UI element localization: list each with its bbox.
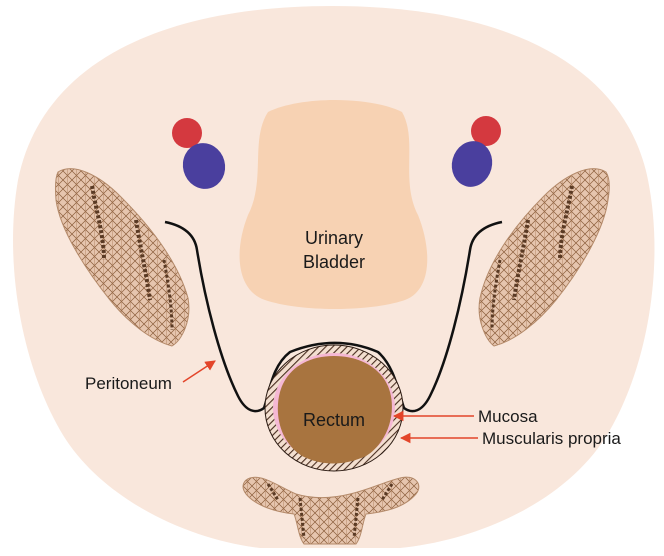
left-vein-icon <box>182 143 226 189</box>
mucosa-label: Mucosa <box>478 407 538 426</box>
right-pelvic-bone <box>478 168 610 347</box>
peritoneum-line <box>164 220 503 413</box>
rectum-label: Rectum <box>303 410 365 430</box>
peritoneum-label: Peritoneum <box>85 374 172 393</box>
sacrum-bone <box>242 476 420 545</box>
urinary-bladder-label-line2: Bladder <box>303 252 365 272</box>
right-artery-icon <box>471 116 501 146</box>
right-vein-icon <box>451 141 493 187</box>
peritoneum-arrow <box>182 360 216 383</box>
urinary-bladder <box>239 100 428 309</box>
urinary-bladder-label-line1: Urinary <box>305 228 363 248</box>
muscularis-propria-label: Muscularis propria <box>482 429 621 448</box>
left-artery-icon <box>172 118 202 148</box>
rectum-lumen <box>277 356 392 464</box>
left-pelvic-bone <box>54 168 190 347</box>
